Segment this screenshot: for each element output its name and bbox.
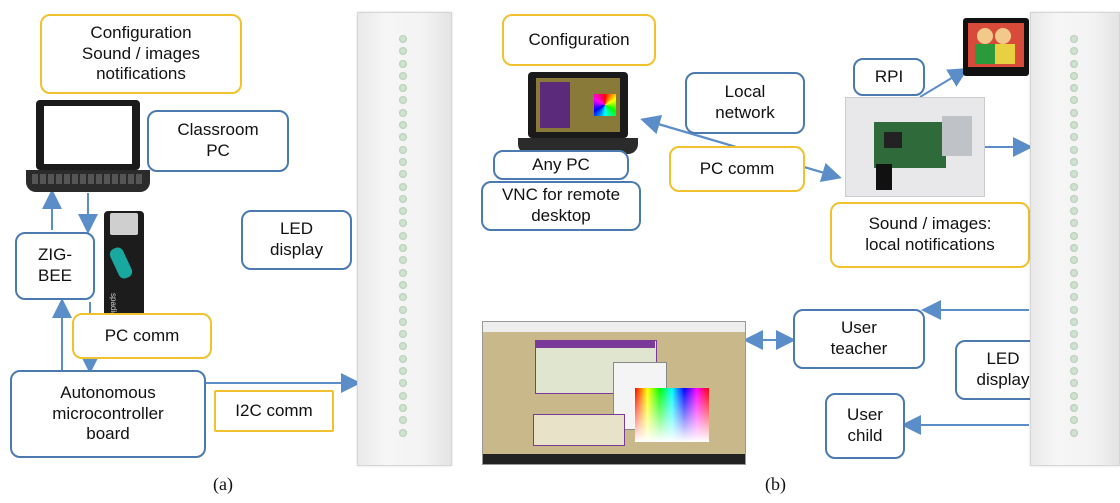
led-dot — [399, 194, 407, 203]
led-dot — [1070, 354, 1078, 363]
led-dot — [1070, 84, 1078, 93]
vnc-remote-desktop-box: VNC for remote desktop — [481, 181, 641, 231]
rpi-box: RPI — [853, 58, 925, 96]
led-dot — [1070, 170, 1078, 179]
led-dot — [1070, 268, 1078, 277]
led-dot — [399, 157, 407, 166]
led-dot — [1070, 35, 1078, 43]
led-dot — [399, 96, 407, 105]
led-dot — [1070, 416, 1078, 425]
led-dot — [1070, 244, 1078, 253]
led-dot — [1070, 231, 1078, 240]
led-dot — [399, 280, 407, 289]
led-column-a — [399, 35, 407, 437]
led-dot — [1070, 330, 1078, 339]
led-dot — [399, 219, 407, 228]
sound-images-box: Sound / images: local notifications — [830, 202, 1030, 268]
led-dot — [399, 403, 407, 412]
zigbee-usb-dongle-icon: spadiaus — [104, 211, 144, 325]
led-dot — [399, 108, 407, 117]
led-dot — [1070, 194, 1078, 203]
led-column-b — [1070, 35, 1078, 437]
led-dot — [1070, 342, 1078, 351]
arrow-rpi-to-screen — [919, 67, 969, 98]
led-dot — [399, 84, 407, 93]
led-dot — [1070, 219, 1078, 228]
led-dot — [1070, 59, 1078, 68]
led-dot — [1070, 133, 1078, 142]
led-dot — [399, 71, 407, 80]
led-dot — [1070, 182, 1078, 191]
caption-b: (b) — [765, 474, 786, 494]
led-dot — [1070, 47, 1078, 56]
pc-comm-box-b: PC comm — [669, 146, 805, 192]
led-dot — [1070, 367, 1078, 376]
rpi-screen-icon — [963, 18, 1029, 76]
led-dot — [399, 391, 407, 400]
caption-a: (a) — [213, 474, 233, 494]
led-dot — [399, 379, 407, 388]
led-dot — [399, 59, 407, 68]
led-dot — [399, 207, 407, 216]
led-dot — [1070, 207, 1078, 216]
led-dot — [1070, 145, 1078, 154]
zigbee-box: ZIG- BEE — [15, 232, 95, 300]
led-dot — [1070, 293, 1078, 302]
led-dot — [1070, 379, 1078, 388]
raspberry-pi-photo — [845, 97, 985, 197]
led-dot — [399, 231, 407, 240]
led-dot — [399, 121, 407, 130]
led-dot — [1070, 256, 1078, 265]
i2c-comm-box: I2C comm — [214, 390, 334, 432]
led-dot — [399, 305, 407, 314]
configuration-box: Configuration — [502, 14, 656, 66]
led-dot — [399, 354, 407, 363]
led-dot — [399, 182, 407, 191]
led-dot — [399, 145, 407, 154]
microcontroller-box: Autonomous microcontroller board — [10, 370, 206, 458]
led-dot — [1070, 157, 1078, 166]
pc-comm-box-a: PC comm — [72, 313, 212, 359]
local-network-box: Local network — [685, 72, 805, 134]
led-dot — [399, 317, 407, 326]
led-dot — [1070, 428, 1078, 437]
led-dot — [399, 35, 407, 43]
led-dot — [1070, 280, 1078, 289]
led-dot — [1070, 71, 1078, 80]
config-notifications-box: Configuration Sound / images notificatio… — [40, 14, 242, 94]
led-dot — [1070, 305, 1078, 314]
user-child-box: User child — [825, 393, 905, 459]
any-pc-box: Any PC — [493, 150, 629, 180]
led-dot — [399, 428, 407, 437]
led-dot — [399, 416, 407, 425]
user-teacher-box: User teacher — [793, 309, 925, 369]
led-dot — [399, 133, 407, 142]
led-dot — [399, 170, 407, 179]
led-dot — [399, 342, 407, 351]
config-ui-screenshot — [482, 321, 746, 465]
led-dot — [399, 268, 407, 277]
led-dot — [399, 330, 407, 339]
led-dot — [399, 256, 407, 265]
led-dot — [399, 367, 407, 376]
led-dot — [399, 293, 407, 302]
led-dot — [1070, 403, 1078, 412]
led-dot — [1070, 96, 1078, 105]
led-dot — [1070, 391, 1078, 400]
led-dot — [399, 244, 407, 253]
led-dot — [1070, 317, 1078, 326]
classroom-pc-box: Classroom PC — [147, 110, 289, 172]
led-dot — [1070, 121, 1078, 130]
led-display-box-a: LED display — [241, 210, 352, 270]
led-dot — [1070, 108, 1078, 117]
led-dot — [399, 47, 407, 56]
